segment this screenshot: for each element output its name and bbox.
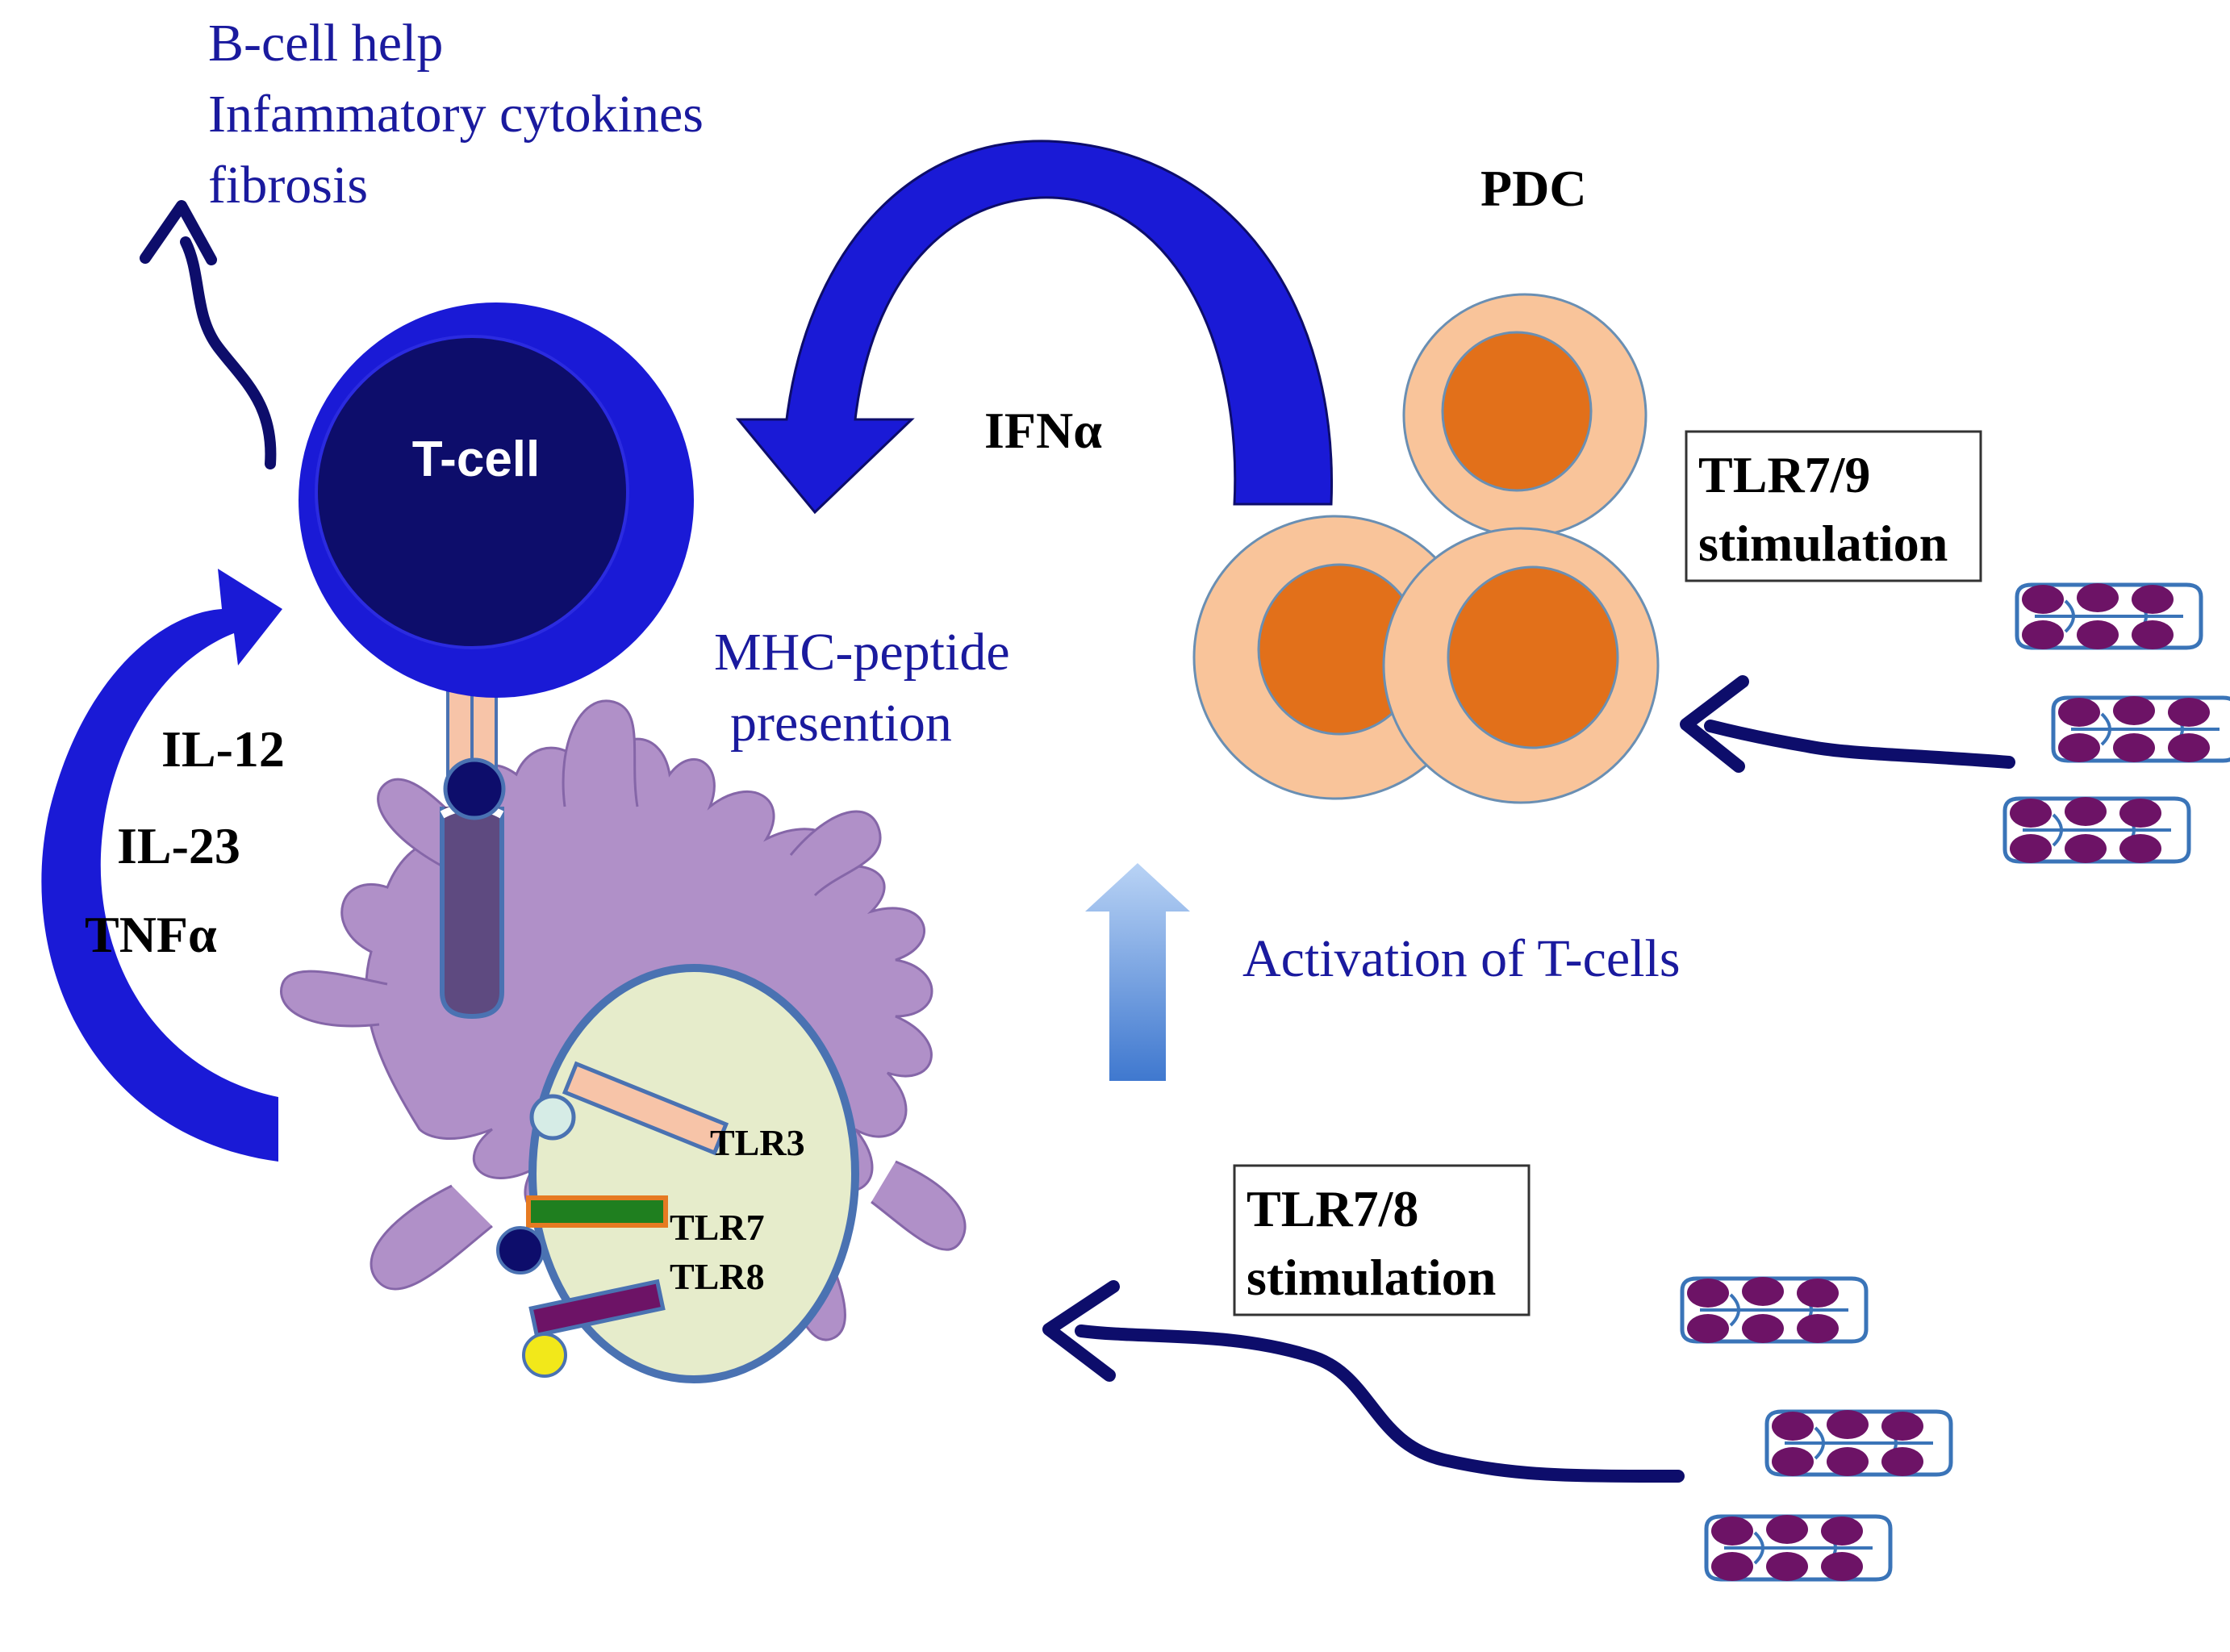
pdc-stimulation-arrow: [1680, 675, 2015, 773]
tlr8-label: TLR8: [670, 1256, 765, 1297]
tlr78-line-2: stimulation: [1247, 1249, 1496, 1306]
dc-stimulation-arrow: [1042, 1280, 1685, 1483]
pdc-nucleus-top: [1441, 331, 1593, 492]
immune-complex-4: [1682, 1277, 1866, 1343]
mhc-tcr-complex: [440, 676, 506, 1020]
il23-label: IL-23: [117, 817, 240, 874]
il12-label: IL-12: [161, 720, 285, 778]
pdc-label: PDC: [1480, 160, 1587, 217]
activation-arrow: [1085, 863, 1190, 1081]
dendritic-cell: [280, 699, 967, 1383]
activation-label: Activation of T-cells: [1242, 929, 1681, 988]
dendrite-4: [871, 1160, 967, 1251]
immune-complex-1: [2017, 583, 2201, 649]
tlr79-line-1: TLR7/9: [1698, 446, 1870, 503]
effects-line-1: B-cell help: [208, 14, 443, 73]
tnf-label: TNFα: [85, 906, 217, 963]
dendrite-2: [789, 810, 882, 897]
ifn-arrow: [735, 140, 1334, 515]
dendrite-1: [562, 699, 639, 807]
tlr79-box: [1685, 430, 1982, 582]
tlr7-receptor: [496, 1195, 668, 1274]
dendritic-cell-nucleus: [528, 964, 859, 1383]
tlr78-box: [1233, 1164, 1531, 1316]
dendrite-3: [280, 970, 388, 1028]
tlr3-label: TLR3: [710, 1122, 805, 1163]
immune-complex-6: [1706, 1515, 1890, 1581]
mhc-line-2: presention: [730, 694, 952, 753]
tlr7-label: TLR7: [670, 1207, 765, 1248]
t-cell-label: T-cell: [412, 432, 541, 487]
tlr3-receptor: [529, 1061, 729, 1156]
t-cell: [299, 302, 694, 698]
dendrite-5: [370, 1184, 493, 1291]
immune-complex-3: [2005, 797, 2189, 863]
pdc-nucleus-right: [1447, 565, 1619, 749]
effects-line-2: Infammatory cytokines: [208, 85, 704, 144]
tlr78-line-1: TLR7/8: [1247, 1180, 1418, 1237]
pdc-cluster: [1192, 293, 1660, 804]
effects-arrow: [140, 200, 277, 469]
mhc-peptide-dot: [443, 757, 506, 820]
ifn-label: IFNα: [984, 402, 1102, 459]
effects-line-3: fibrosis: [208, 156, 368, 215]
immune-complex-2: [2053, 696, 2230, 762]
tlr79-line-2: stimulation: [1698, 515, 1948, 572]
tlr8-receptor: [522, 1279, 666, 1378]
mhc-line-1: MHC-peptide: [714, 623, 1010, 682]
cytokine-arrow: [41, 569, 282, 1162]
immune-complex-5: [1767, 1410, 1951, 1476]
